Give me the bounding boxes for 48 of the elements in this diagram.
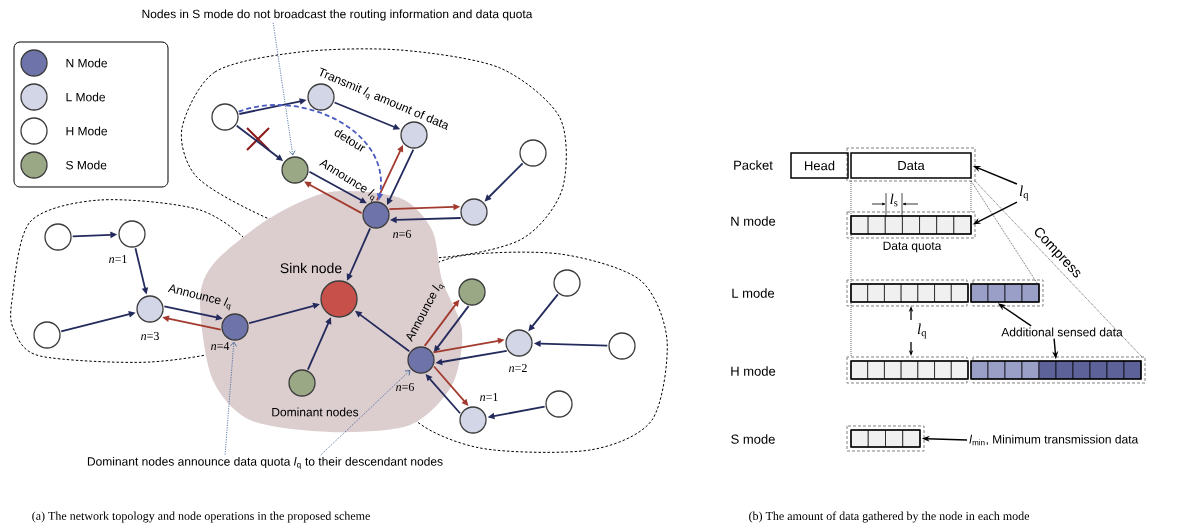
node-label: Sink node	[280, 262, 342, 274]
packet-field: Data	[850, 152, 972, 179]
legend-label: N Mode	[66, 58, 107, 68]
node-caption: n=6	[393, 229, 412, 238]
row-label: L mode	[732, 288, 775, 298]
sensor-node	[545, 390, 573, 418]
edge-label: Announce l$_{q}$	[167, 284, 231, 311]
sensor-node	[33, 321, 61, 349]
caption: (b) The amount of data gathered by the node in each mode	[749, 511, 1030, 523]
region-label: Dominant nodes	[272, 407, 359, 417]
node-caption: n=4	[211, 342, 230, 350]
packet-field: Head	[790, 152, 849, 179]
sensor-node	[519, 139, 547, 167]
sensor-node	[281, 156, 309, 184]
node-caption: n=6	[396, 382, 415, 391]
legend-label: L Mode	[66, 92, 105, 102]
callout-text: Additional sensed data	[1001, 327, 1123, 337]
row-label: N mode	[731, 216, 776, 226]
sensor-node	[211, 103, 239, 131]
sensor-node	[44, 223, 72, 251]
caption: (a) The network topology and node operations in the proposed scheme	[32, 511, 370, 523]
legend-label: S Mode	[66, 160, 107, 170]
callout-text: Nodes in S mode do not broadcast the routing information and data quota	[142, 9, 533, 21]
sink-node: Sink node	[280, 262, 358, 318]
sensor-node	[288, 369, 316, 397]
leader-line	[320, 370, 411, 456]
node-caption: n=1	[109, 255, 127, 263]
legend-label: H Mode	[66, 126, 107, 136]
sensor-node	[460, 198, 488, 226]
sensor-node	[400, 121, 428, 149]
sensor-node	[458, 278, 486, 306]
row-label: Packet	[734, 160, 773, 170]
row-label: S mode	[731, 434, 775, 444]
callout-text: Dominant nodes announce data quota l$_{q}$ to their descendant nodes	[87, 456, 443, 470]
sensor-node	[608, 332, 636, 360]
leader-line	[272, 22, 296, 156]
sensor-node	[553, 269, 581, 297]
arrow	[308, 170, 367, 204]
dimension-label: l$_{s}$	[890, 193, 898, 207]
leader-line	[224, 341, 237, 456]
callout-text: l$_{min}$, Minimum transmission data	[969, 434, 1139, 446]
node-caption: Data quota	[883, 241, 942, 253]
node-caption: n=3	[141, 331, 159, 340]
row-label: H mode	[731, 366, 776, 376]
node-caption: n=1	[480, 393, 498, 401]
dimension-label: l$_{q}$	[917, 323, 927, 339]
node-caption: n=2	[509, 364, 527, 372]
callout-text: l$_{q}$	[1019, 185, 1029, 201]
